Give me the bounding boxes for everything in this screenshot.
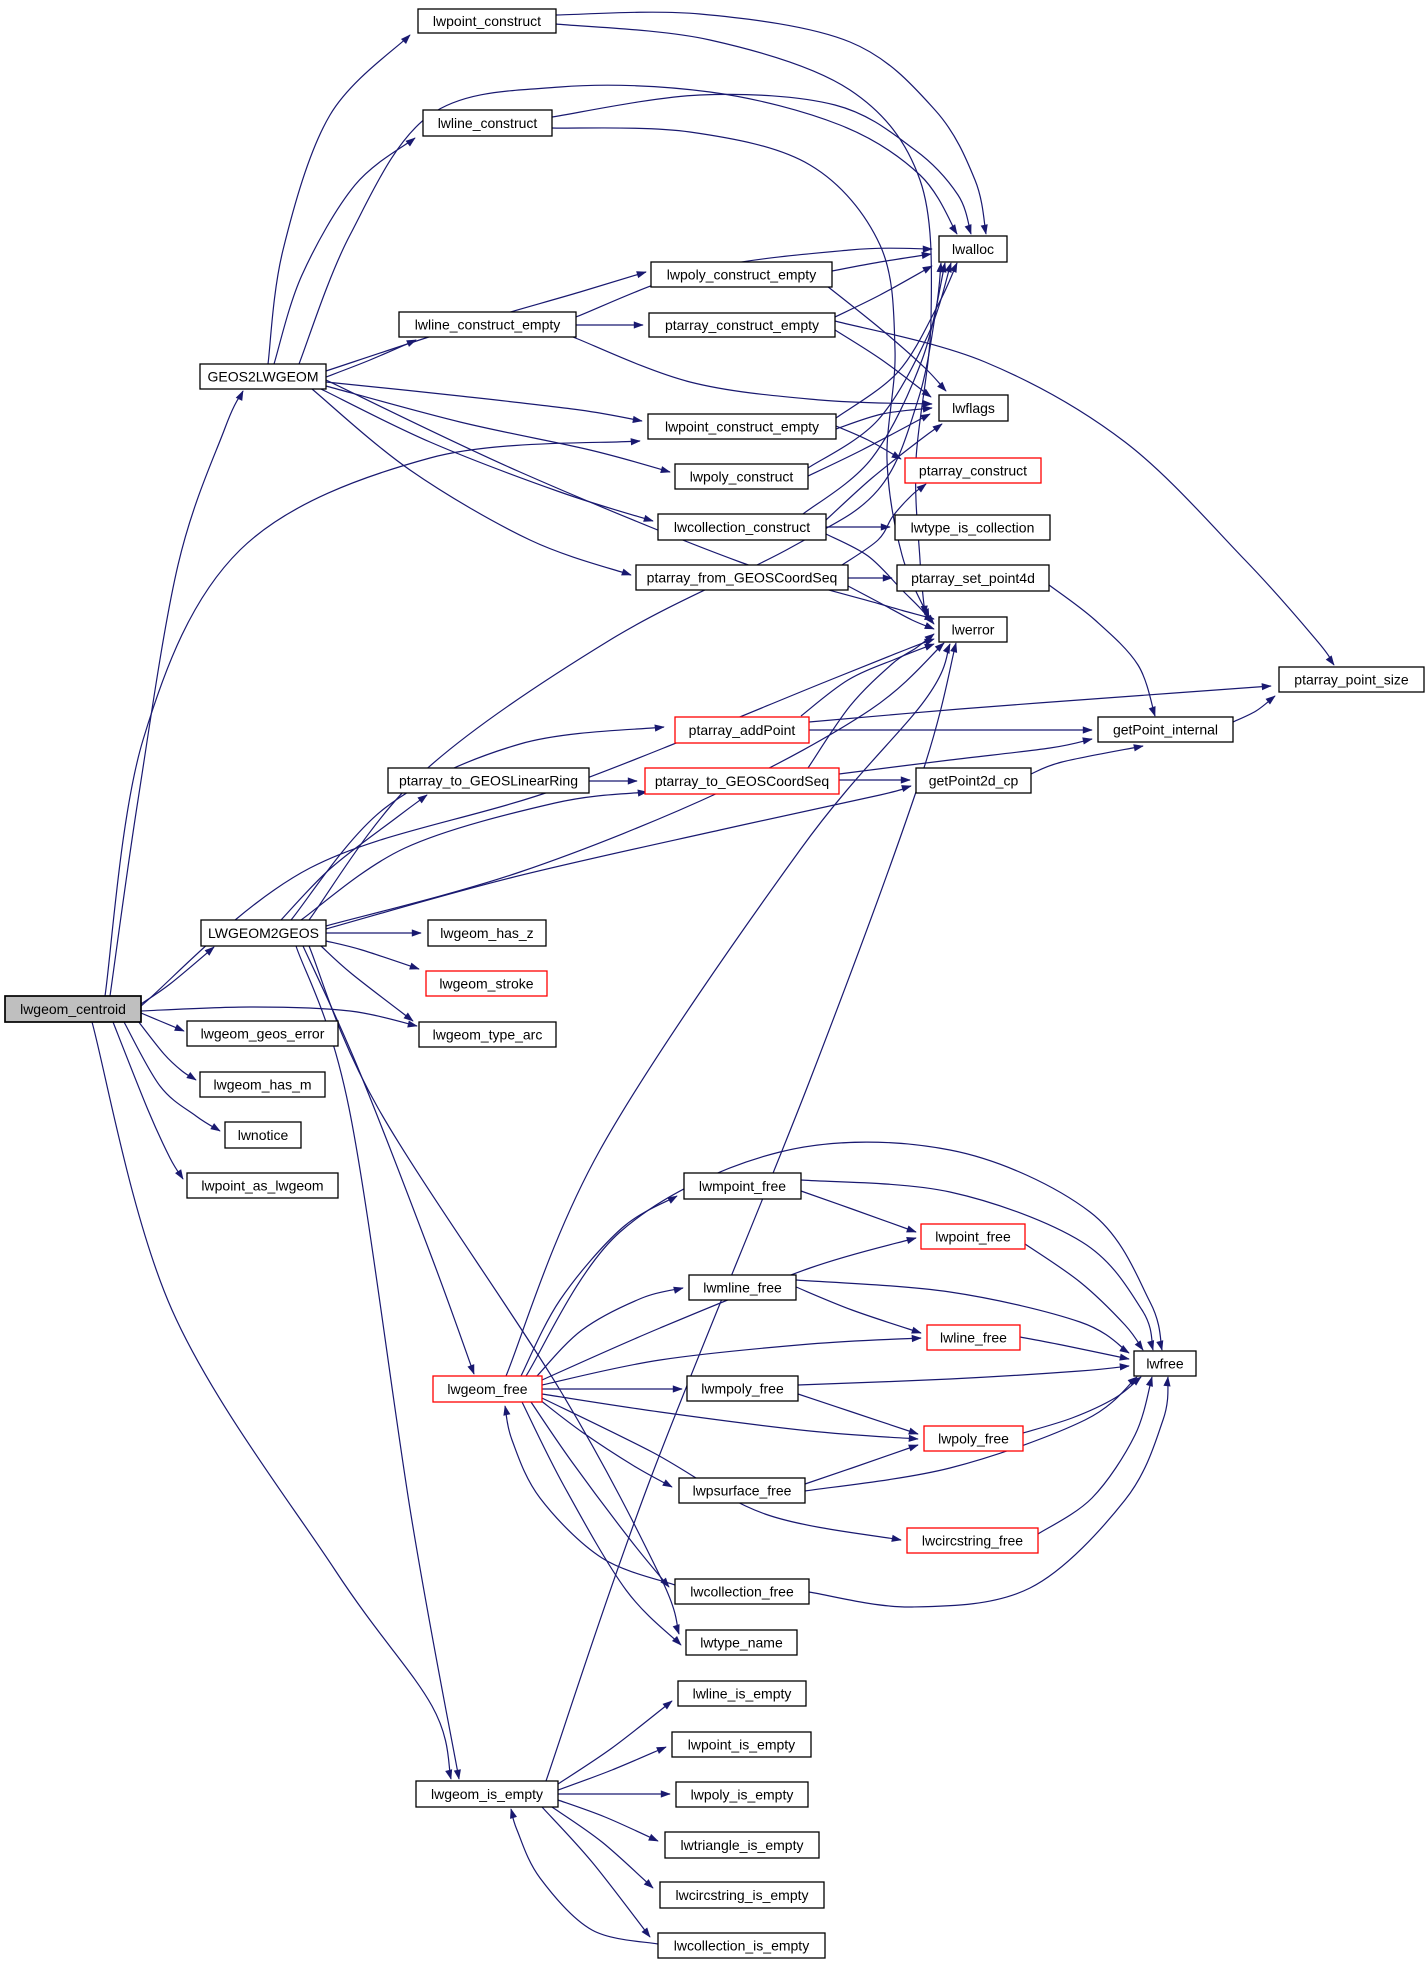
svg-text:lwline_construct_empty: lwline_construct_empty [415,316,561,332]
svg-text:lwgeom_stroke: lwgeom_stroke [439,975,533,991]
svg-text:lwpoint_free: lwpoint_free [935,1228,1011,1244]
svg-text:lwgeom_has_m: lwgeom_has_m [213,1076,311,1092]
svg-text:lwalloc: lwalloc [952,241,994,257]
svg-text:getPoint2d_cp: getPoint2d_cp [929,772,1019,788]
svg-text:lwpoint_construct: lwpoint_construct [433,13,541,29]
svg-text:lwpoint_as_lwgeom: lwpoint_as_lwgeom [201,1177,323,1193]
svg-text:ptarray_construct: ptarray_construct [919,462,1027,478]
svg-text:lwerror: lwerror [952,621,995,637]
svg-text:lwtype_is_collection: lwtype_is_collection [911,519,1035,535]
svg-text:lwcollection_is_empty: lwcollection_is_empty [674,1937,809,1953]
svg-text:lwtype_name: lwtype_name [700,1634,783,1650]
svg-text:ptarray_point_size: ptarray_point_size [1294,671,1409,687]
svg-text:lwpsurface_free: lwpsurface_free [693,1482,792,1498]
svg-text:lwline_construct: lwline_construct [438,115,538,131]
svg-text:ptarray_to_GEOSCoordSeq: ptarray_to_GEOSCoordSeq [655,773,829,789]
svg-text:lwgeom_free: lwgeom_free [447,1381,527,1397]
svg-text:lwpoint_construct_empty: lwpoint_construct_empty [665,418,819,434]
svg-text:lwgeom_has_z: lwgeom_has_z [440,925,533,941]
svg-text:lwmpoly_free: lwmpoly_free [701,1380,784,1396]
svg-text:lwpoly_is_empty: lwpoly_is_empty [691,1786,794,1802]
svg-text:lwcollection_construct: lwcollection_construct [674,519,810,535]
svg-text:ptarray_construct_empty: ptarray_construct_empty [665,317,819,333]
svg-text:ptarray_to_GEOSLinearRing: ptarray_to_GEOSLinearRing [399,772,578,788]
svg-text:lwflags: lwflags [952,400,995,416]
svg-text:GEOS2LWGEOM: GEOS2LWGEOM [208,368,319,384]
svg-text:lwgeom_is_empty: lwgeom_is_empty [431,1786,543,1802]
svg-text:lwgeom_type_arc: lwgeom_type_arc [433,1026,543,1042]
svg-text:lwnotice: lwnotice [238,1127,289,1143]
svg-text:lwpoly_construct: lwpoly_construct [690,468,794,484]
svg-text:lwcircstring_is_empty: lwcircstring_is_empty [675,1887,808,1903]
svg-text:getPoint_internal: getPoint_internal [1113,721,1218,737]
svg-text:lwpoly_free: lwpoly_free [938,1430,1009,1446]
svg-text:lwline_is_empty: lwline_is_empty [693,1685,792,1701]
svg-text:lwgeom_geos_error: lwgeom_geos_error [201,1025,325,1041]
svg-text:lwpoly_construct_empty: lwpoly_construct_empty [667,266,816,282]
svg-text:LWGEOM2GEOS: LWGEOM2GEOS [208,925,319,941]
svg-text:lwmpoint_free: lwmpoint_free [699,1178,786,1194]
svg-text:lwgeom_centroid: lwgeom_centroid [20,1001,126,1017]
svg-text:lwpoint_is_empty: lwpoint_is_empty [688,1736,795,1752]
svg-text:lwtriangle_is_empty: lwtriangle_is_empty [681,1837,804,1853]
svg-text:ptarray_addPoint: ptarray_addPoint [689,722,796,738]
svg-text:lwcircstring_free: lwcircstring_free [922,1532,1023,1548]
svg-text:lwline_free: lwline_free [940,1329,1007,1345]
svg-text:lwfree: lwfree [1146,1355,1184,1371]
svg-text:lwcollection_free: lwcollection_free [690,1583,794,1599]
svg-text:ptarray_set_point4d: ptarray_set_point4d [911,570,1035,586]
svg-text:lwmline_free: lwmline_free [703,1279,782,1295]
svg-text:ptarray_from_GEOSCoordSeq: ptarray_from_GEOSCoordSeq [647,569,838,585]
